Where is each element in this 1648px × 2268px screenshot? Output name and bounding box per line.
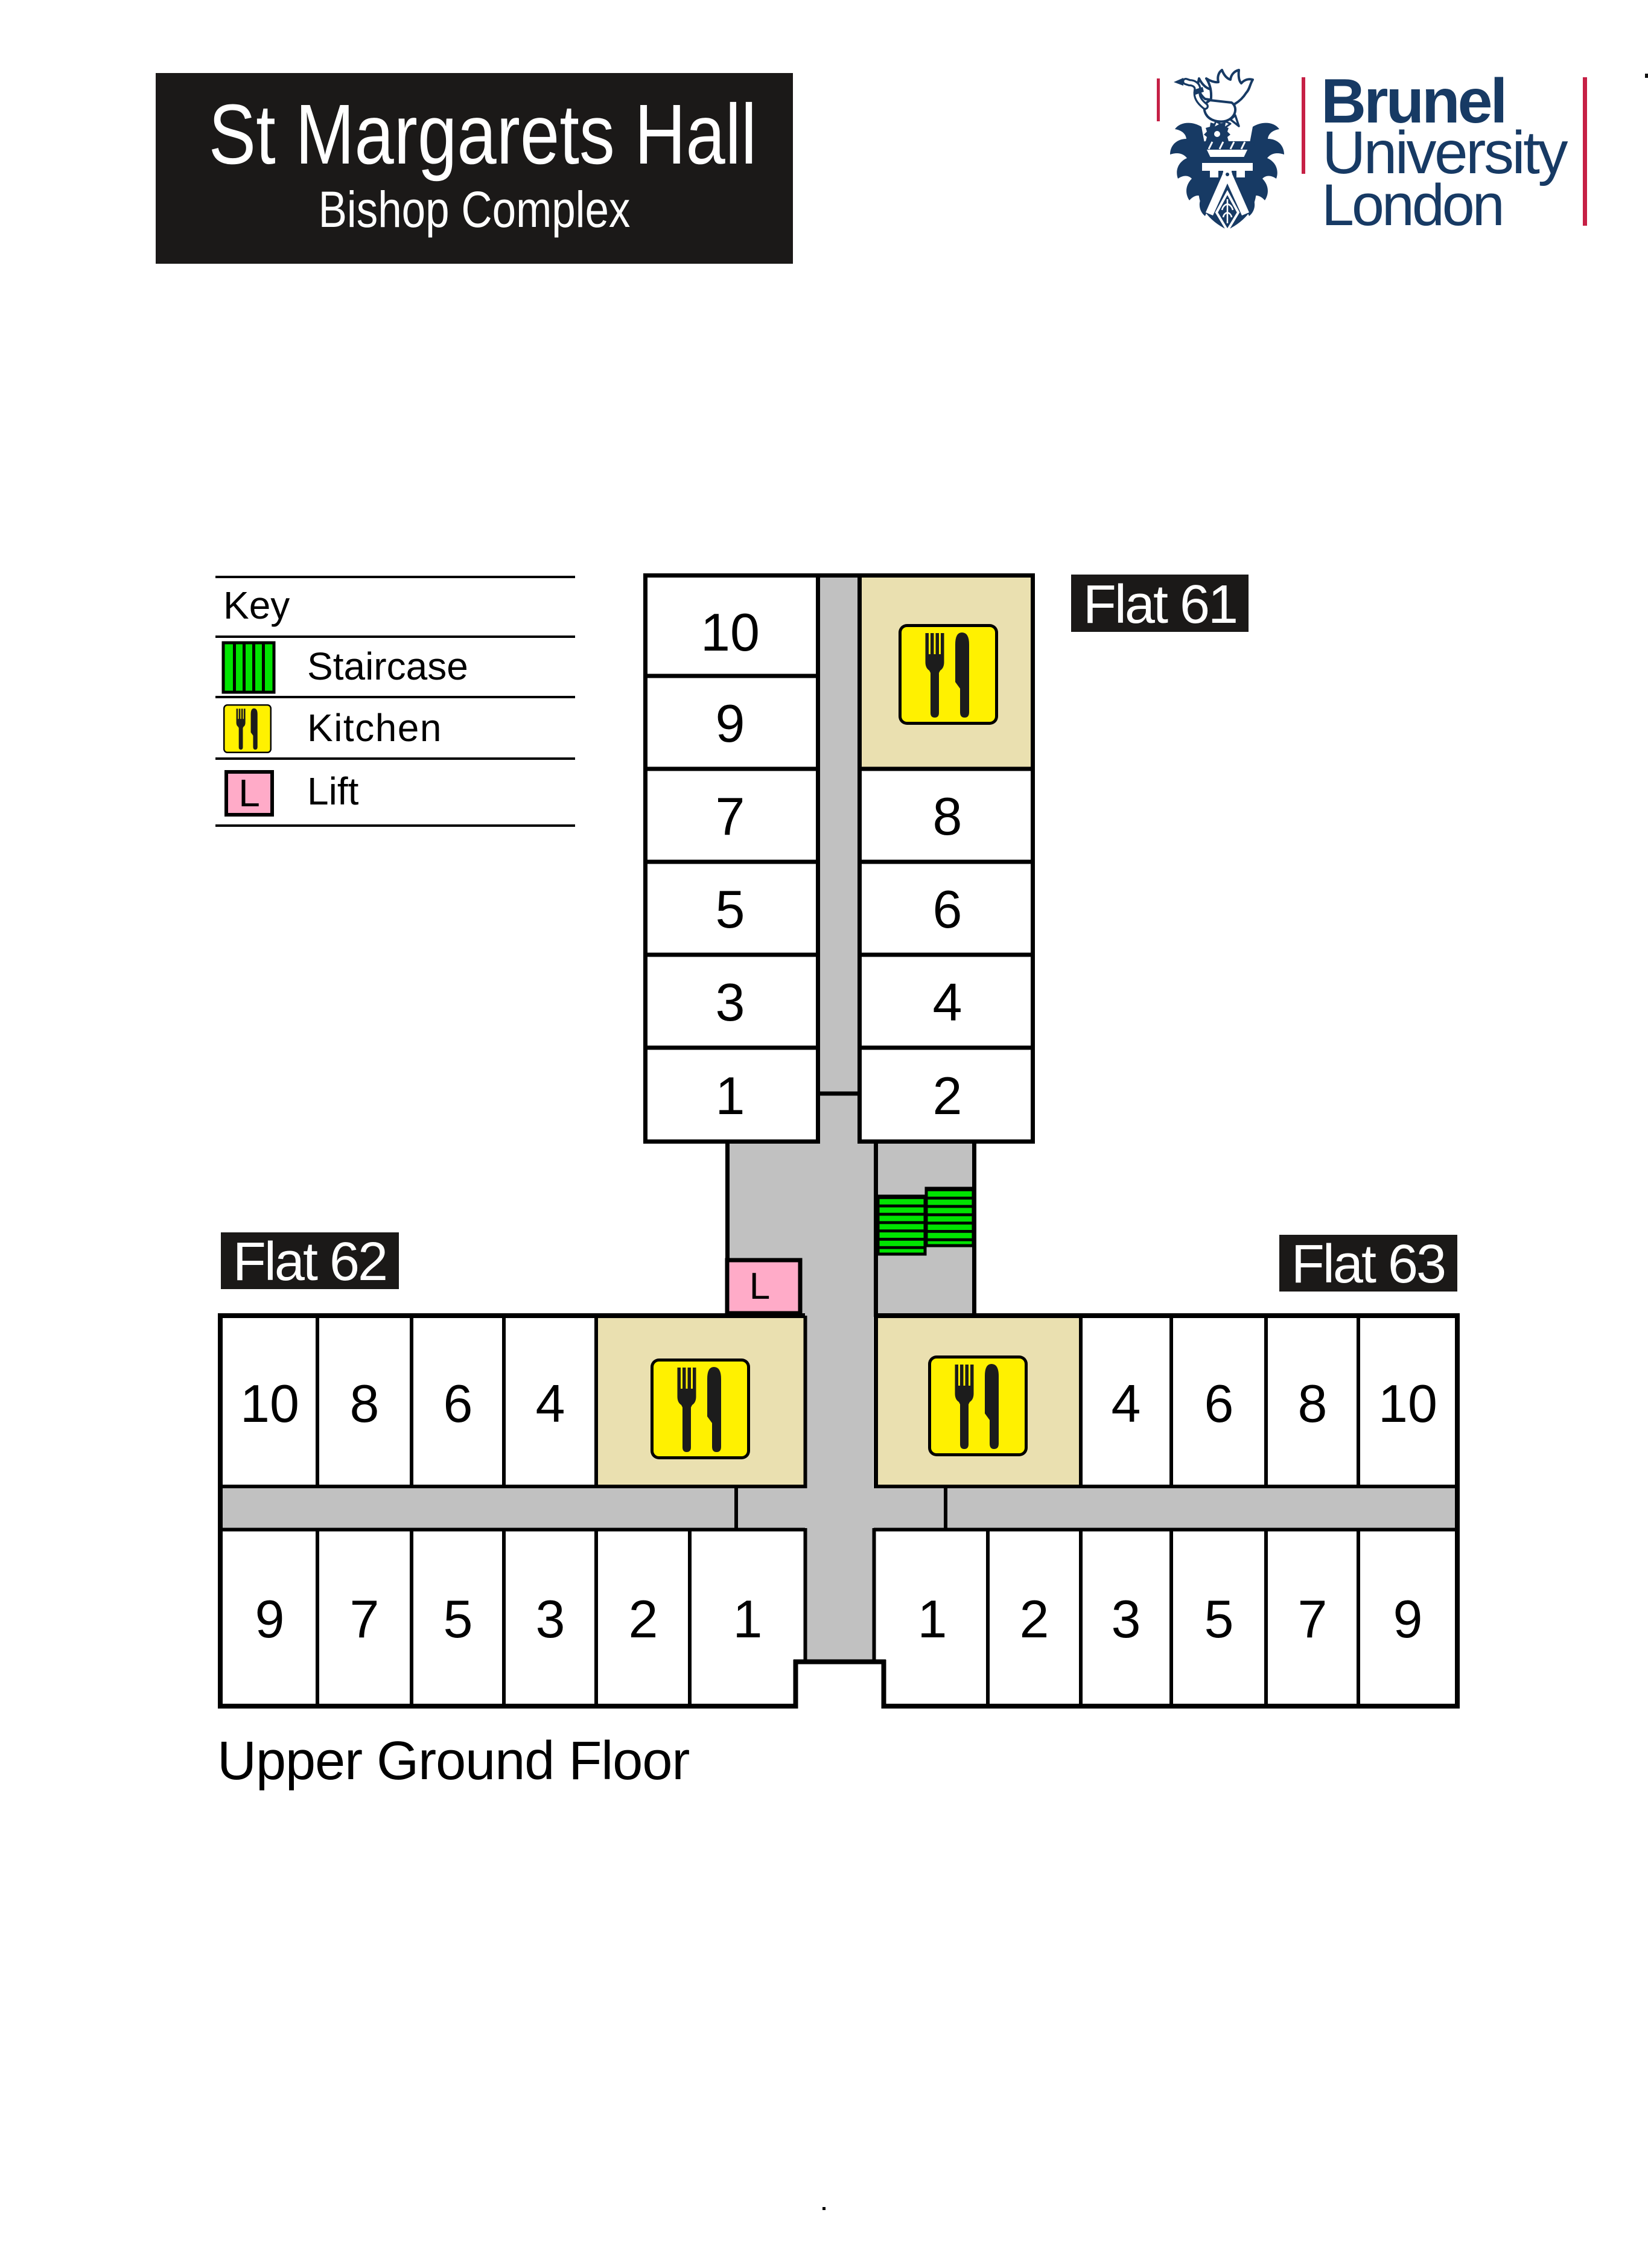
svg-text:5: 5 [1204,1589,1234,1649]
svg-text:L: L [749,1266,770,1307]
svg-text:7: 7 [716,786,745,846]
svg-text:9: 9 [716,693,745,753]
svg-text:1: 1 [733,1589,763,1649]
svg-text:3: 3 [536,1589,565,1649]
svg-text:4: 4 [933,972,962,1032]
svg-text:2: 2 [933,1066,962,1126]
svg-text:4: 4 [536,1374,565,1433]
svg-text:1: 1 [716,1066,745,1126]
svg-text:8: 8 [933,786,962,846]
svg-text:4: 4 [1112,1374,1141,1433]
svg-text:10: 10 [701,602,760,662]
svg-text:L: L [238,771,260,815]
svg-text:6: 6 [444,1374,473,1433]
svg-text:2: 2 [629,1589,658,1649]
svg-text:8: 8 [1298,1374,1328,1433]
svg-text:9: 9 [1393,1589,1423,1649]
svg-text:Flat 62: Flat 62 [233,1232,386,1292]
svg-text:1: 1 [918,1589,947,1649]
svg-text:7: 7 [1298,1589,1328,1649]
svg-text:10: 10 [1378,1374,1437,1433]
svg-text:6: 6 [1204,1374,1234,1433]
svg-text:6: 6 [933,879,962,939]
svg-text:Flat 61: Flat 61 [1083,575,1236,635]
svg-text:3: 3 [716,972,745,1032]
svg-text:7: 7 [350,1589,380,1649]
svg-text:10: 10 [240,1374,299,1433]
svg-text:9: 9 [255,1589,285,1649]
svg-text:Flat 63: Flat 63 [1291,1234,1445,1295]
svg-text:5: 5 [444,1589,473,1649]
svg-text:5: 5 [716,879,745,939]
svg-text:2: 2 [1020,1589,1049,1649]
svg-text:3: 3 [1112,1589,1141,1649]
svg-text:8: 8 [350,1374,380,1433]
